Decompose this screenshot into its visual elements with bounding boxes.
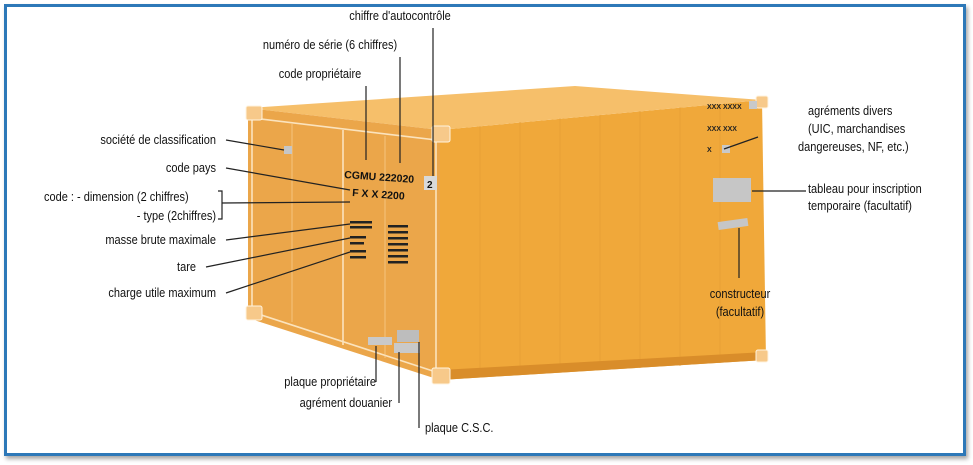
approval-plate-small xyxy=(722,145,730,153)
size-type-marking: F X X 2200 xyxy=(352,187,405,203)
label-serial-number: numéro de série (6 chiffres) xyxy=(262,38,398,52)
label-size-code: code : - dimension (2 chiffres) xyxy=(44,190,189,204)
classification-plate xyxy=(284,146,292,154)
label-max-gross-mass: masse brute maximale xyxy=(105,233,216,247)
container-side-face xyxy=(440,100,766,380)
owner-plate-box xyxy=(368,337,392,345)
side-marking-row3: X xyxy=(707,147,712,154)
label-manufacturer-line1: constructeur xyxy=(709,287,771,301)
label-csc-plate: plaque C.S.C. xyxy=(425,421,494,435)
temporary-panel xyxy=(713,178,751,202)
corner-castings xyxy=(245,95,769,385)
container-id-marking: CGMU 222020 xyxy=(344,169,415,186)
label-classification-society: société de classification xyxy=(100,133,216,147)
label-tare: tare xyxy=(177,260,196,274)
leader-lines xyxy=(205,28,806,428)
container-top-face xyxy=(248,86,762,130)
label-owner-plate: plaque propriétaire xyxy=(284,375,376,389)
label-customs-approval: agrément douanier xyxy=(299,396,392,410)
label-check-digit: chiffre d'autocontrôle xyxy=(349,9,451,23)
manufacturer-plate xyxy=(717,217,749,231)
label-temp-panel-line2: temporaire (facultatif) xyxy=(808,199,912,213)
side-marking-row1: XXX XXXX xyxy=(707,104,742,111)
container-front-face xyxy=(248,108,440,380)
side-ribs xyxy=(479,104,721,377)
approval-plate xyxy=(749,101,757,109)
label-temp-panel-line1: tableau pour inscription xyxy=(808,182,922,196)
side-marking-row2: XXX XXX xyxy=(707,126,737,133)
label-max-payload: charge utile maximum xyxy=(108,286,216,300)
check-digit-box xyxy=(424,176,437,190)
label-owner-code: code propriétaire xyxy=(278,67,362,81)
door-weight-markings xyxy=(350,221,408,264)
label-approvals-line3: dangereuses, NF, etc.) xyxy=(798,140,909,154)
customs-plate-box xyxy=(394,343,420,353)
label-manufacturer-line2: (facultatif) xyxy=(715,305,765,319)
label-approvals-line2: (UIC, marchandises xyxy=(808,122,906,136)
check-digit-marking: 2 xyxy=(427,180,433,191)
label-approvals-line1: agréments divers xyxy=(808,104,893,118)
label-type-code: - type (2chiffres) xyxy=(136,209,216,223)
label-country-code: code pays xyxy=(165,161,216,175)
csc-plate-box xyxy=(397,330,419,342)
bottom-rail xyxy=(440,352,766,380)
